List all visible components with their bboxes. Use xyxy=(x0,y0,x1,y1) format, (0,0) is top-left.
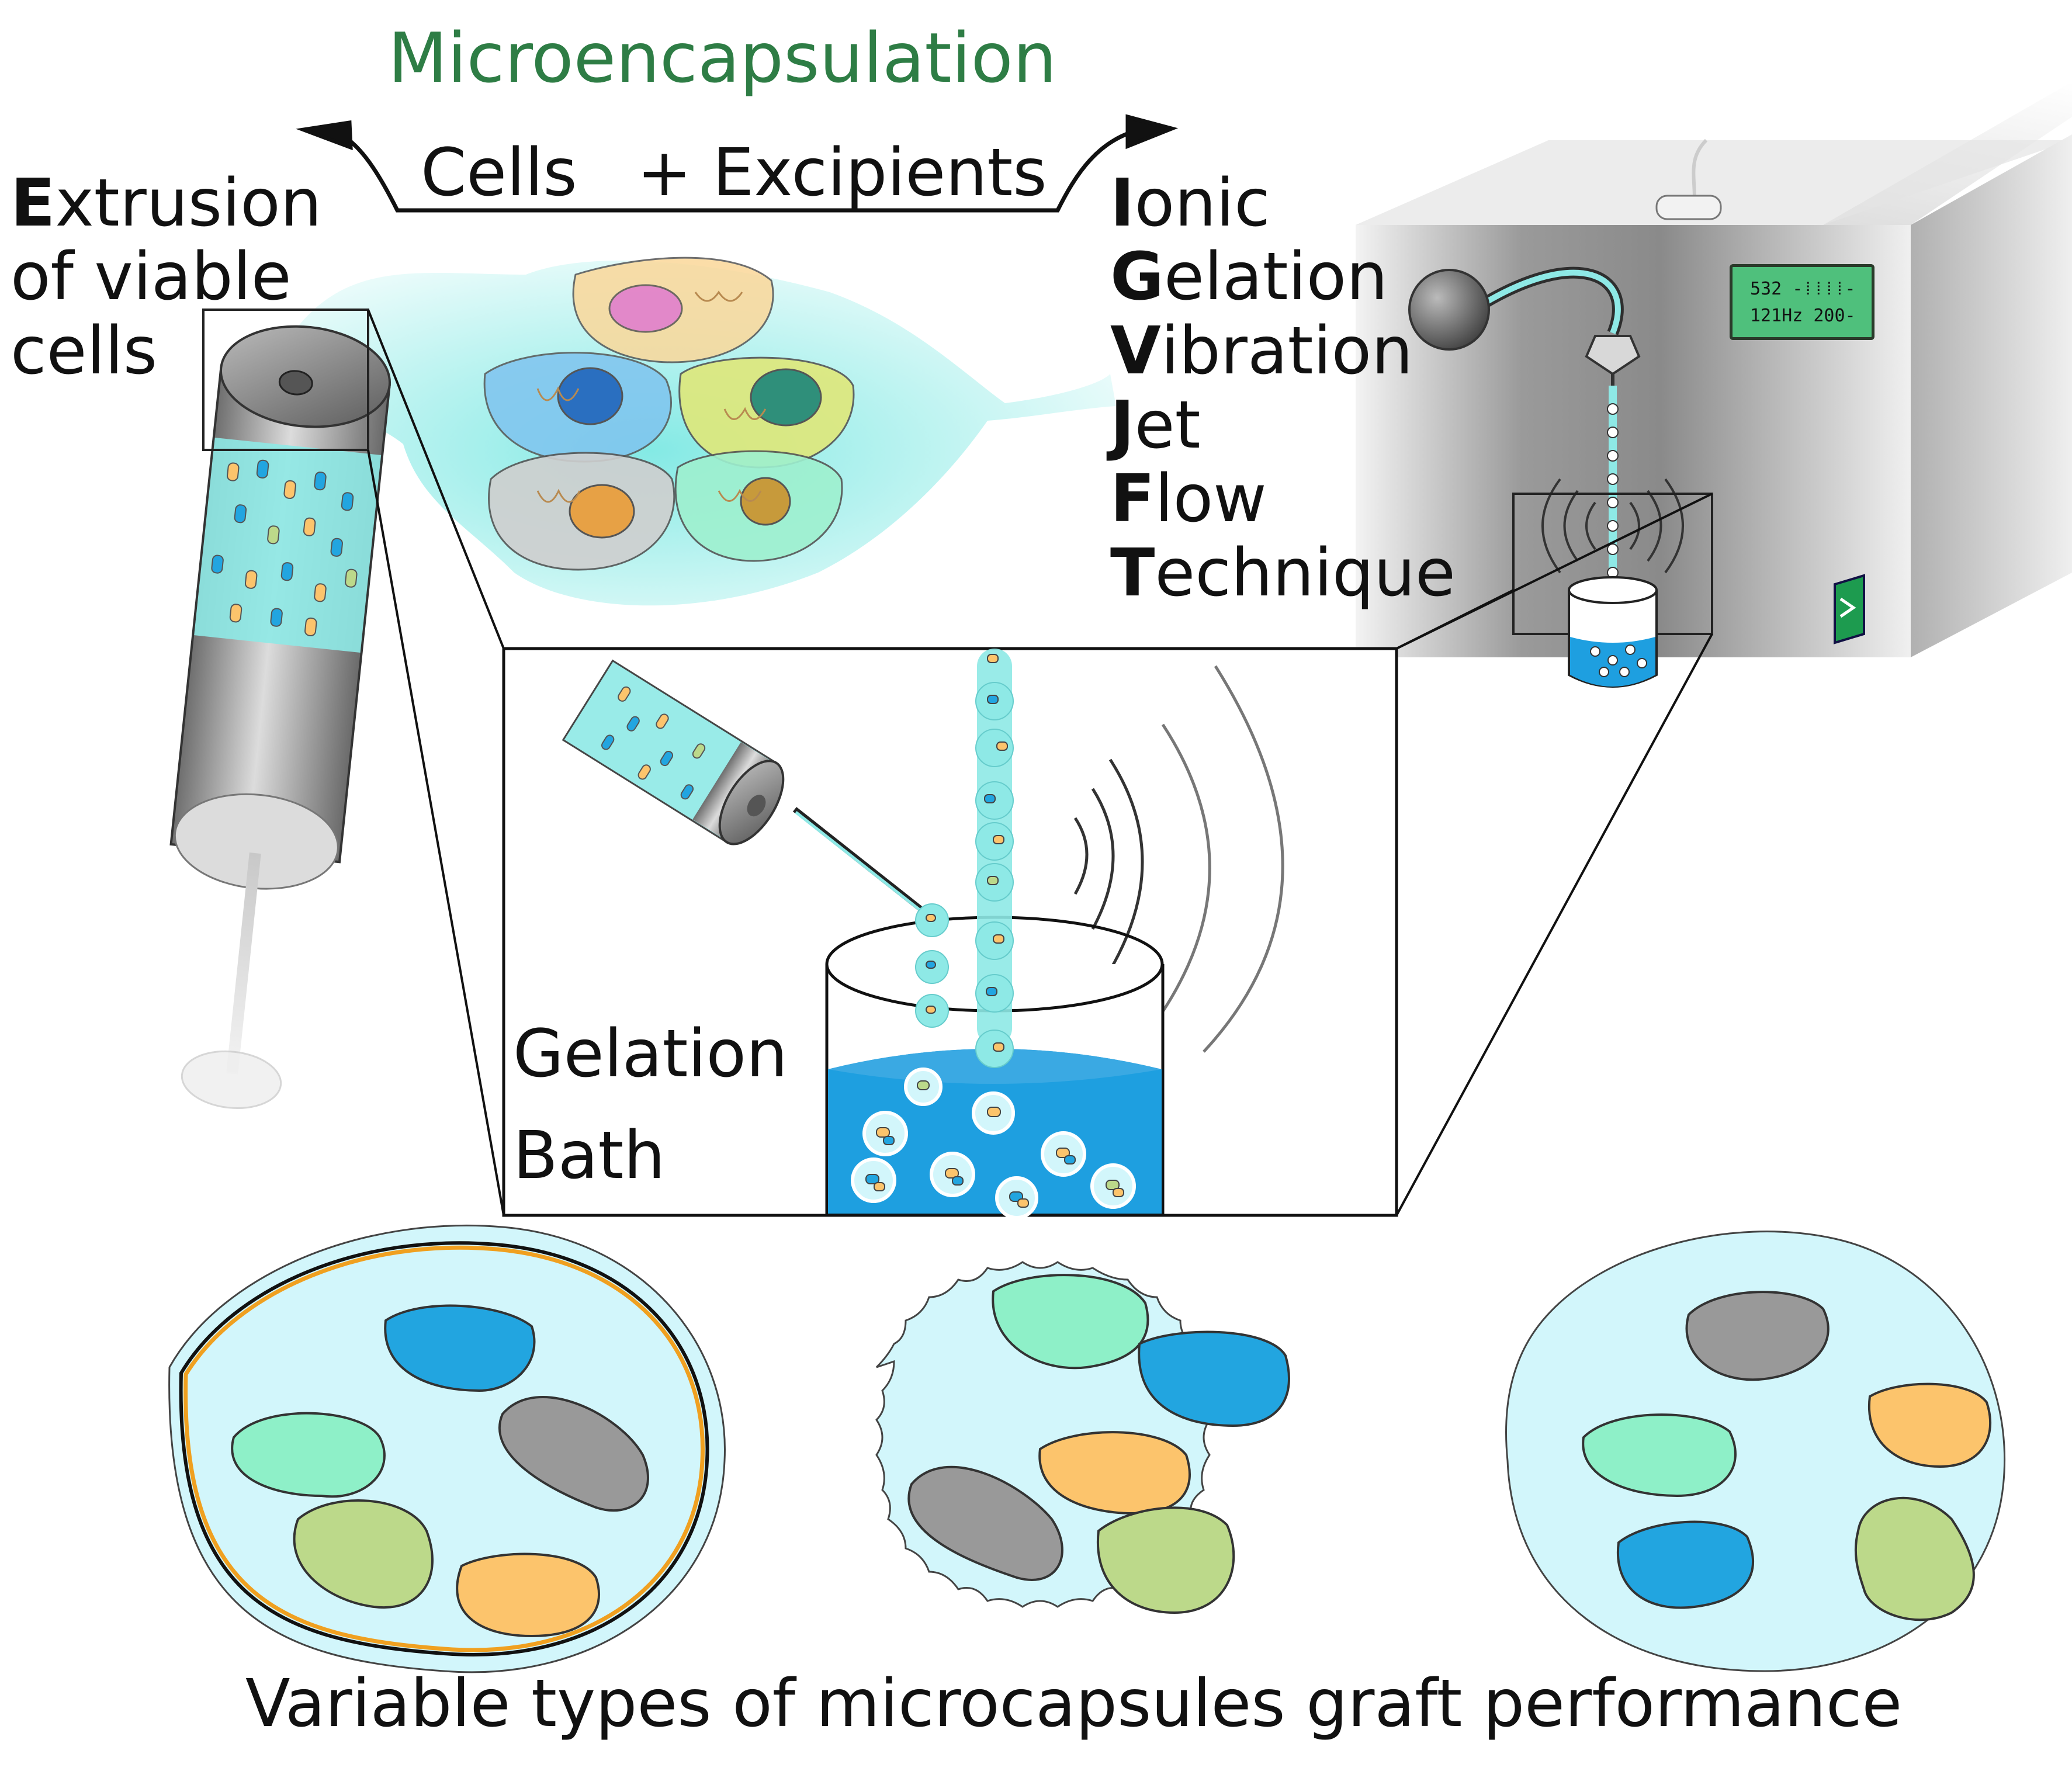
capsule-coated xyxy=(168,1225,726,1673)
cells-label: Cells xyxy=(421,135,577,211)
acronym-initial-f: F xyxy=(1110,461,1155,537)
acronym-line-flow: Flow xyxy=(1110,466,1267,532)
bath-label-line1: Gelation xyxy=(513,1016,788,1092)
extrusion-rest: xtrusion xyxy=(55,165,322,241)
gelation-inset xyxy=(502,647,1398,1219)
acronym-rest-vibration: ibration xyxy=(1160,313,1413,389)
extrusion-initial: E xyxy=(11,165,56,241)
acronym-rest-ionic: onic xyxy=(1134,165,1270,241)
acronym-initial-i: I xyxy=(1110,165,1135,241)
excipients-label: + Excipients xyxy=(637,135,1047,211)
bath-capsule-cells xyxy=(865,1080,1124,1208)
device-display: 532 -⁞⁞⁞⁞- 121Hz 200- xyxy=(1730,264,1874,340)
zoom-lines-left xyxy=(367,309,505,1216)
capsule-plain xyxy=(1505,1231,2006,1672)
acronym-initial-g: G xyxy=(1110,239,1164,315)
syringe xyxy=(169,325,391,1110)
zoom-lines-right xyxy=(1395,493,1713,1216)
device-droplets xyxy=(1607,403,1619,602)
extrusion-line2: of viable xyxy=(11,239,292,315)
acronym-initial-v: V xyxy=(1110,313,1161,389)
acronym-rest-jet: et xyxy=(1134,387,1201,463)
bath-label-line2: Bath xyxy=(513,1118,666,1194)
device-beaker xyxy=(1568,576,1658,688)
capsule-irregular xyxy=(875,1261,1290,1614)
extrusion-line3: cells xyxy=(11,313,158,389)
inset-vibration-waves xyxy=(1073,665,1284,1053)
drop-streams xyxy=(915,649,1014,1068)
acronym-line-gelation: Gelation xyxy=(1110,244,1388,310)
syringe-zoom-box xyxy=(202,309,369,451)
acronym-rest-flow: low xyxy=(1155,461,1267,537)
acronym-initial-j: J xyxy=(1110,387,1135,463)
process-arc-arrow xyxy=(296,114,1179,213)
bottom-caption: Variable types of microcapsules graft pe… xyxy=(245,1666,1903,1742)
encapsulator-device xyxy=(1356,82,2072,688)
acronym-line-technique: Technique xyxy=(1110,540,1456,606)
extrusion-line1: Extrusion xyxy=(11,171,322,236)
acronym-line-jet: Jet xyxy=(1110,393,1201,458)
device-vibration-waves xyxy=(1541,478,1684,574)
acronym-line-ionic: Ionic xyxy=(1110,171,1270,236)
device-display-line2: 121Hz 200- xyxy=(1750,306,1856,326)
acronym-line-vibration: Vibration xyxy=(1110,318,1413,384)
device-display-line1: 532 -⁞⁞⁞⁞- xyxy=(1750,279,1856,299)
acronym-initial-t: T xyxy=(1110,535,1155,611)
inset-syringe xyxy=(562,659,785,845)
cell-cluster xyxy=(483,257,855,571)
acronym-rest-technique: echnique xyxy=(1155,535,1456,611)
acronym-rest-gelation: elation xyxy=(1163,239,1388,315)
figure-title: Microencapsulation xyxy=(388,18,1057,98)
